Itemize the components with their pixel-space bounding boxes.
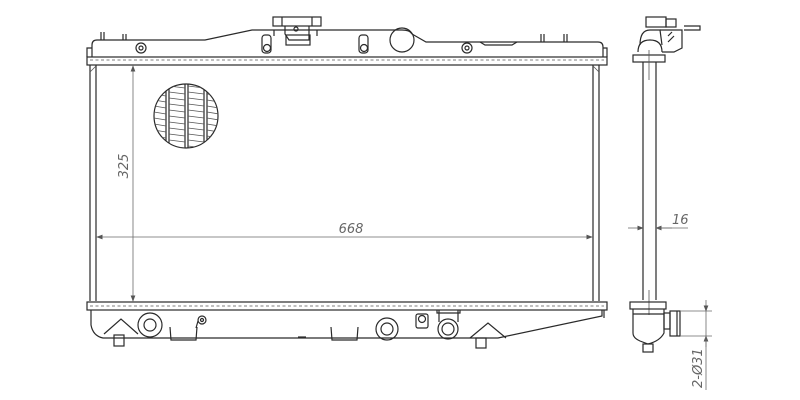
radiator-core xyxy=(89,65,600,301)
core-height-label: 325 xyxy=(117,154,132,179)
outlet-diameter-label: 2-Ø31 xyxy=(691,348,706,388)
dimension-core-height: 325 xyxy=(117,65,136,302)
front-view: 325 668 xyxy=(86,16,608,349)
bottom-tank xyxy=(86,301,608,349)
side-view: 16 2-Ø31 xyxy=(628,16,712,390)
dimension-core-thickness: 16 xyxy=(628,213,689,231)
fin-detail-view xyxy=(153,83,219,149)
lower-outlet-pipe xyxy=(437,318,459,340)
radiator-cap xyxy=(272,16,322,46)
upper-inlet-pipe xyxy=(389,27,415,53)
side-bottom-tank xyxy=(629,290,681,353)
core-thickness-label: 16 xyxy=(672,213,689,228)
side-top-tank xyxy=(632,16,701,80)
dimension-outlet-diameter: 2-Ø31 xyxy=(680,300,712,390)
dimension-core-width: 668 xyxy=(96,222,593,240)
top-tank xyxy=(86,27,608,66)
core-width-label: 668 xyxy=(339,222,364,237)
